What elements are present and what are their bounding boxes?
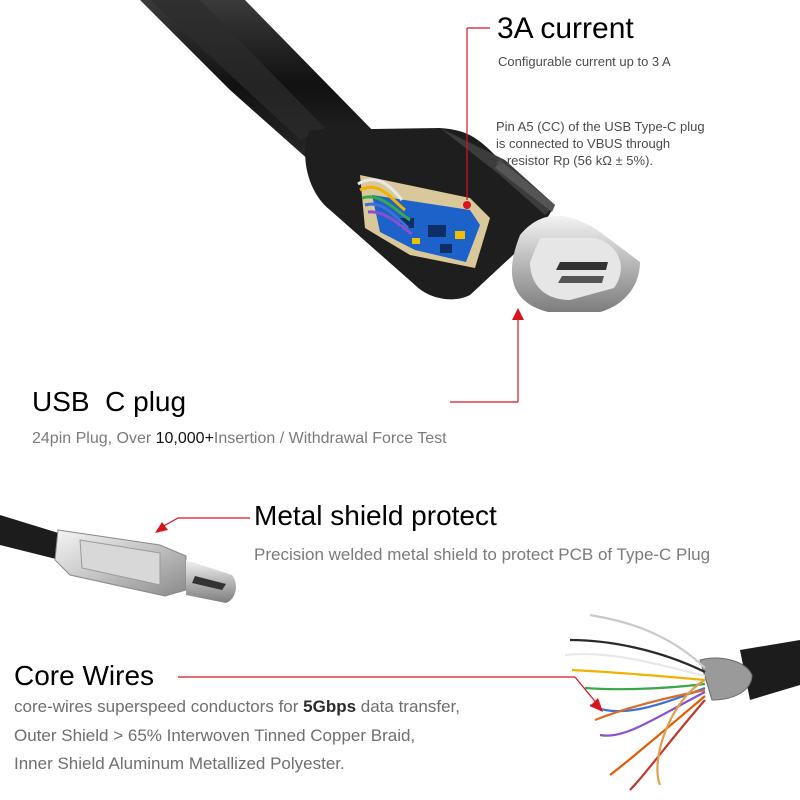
pcb-cutaway: [357, 175, 490, 268]
core-title: Core Wires: [14, 660, 155, 691]
arrow-up-icon: [512, 308, 524, 320]
core-line1: core-wires superspeed conductors for 5Gb…: [14, 697, 460, 717]
core-line2: Outer Shield > 65% Interwoven Tinned Cop…: [14, 726, 416, 745]
current-subtitle: Configurable current up to 3 A: [498, 54, 671, 69]
core-callout: [178, 676, 599, 706]
core-line1-prefix: core-wires superspeed conductors for: [14, 697, 304, 716]
plug-desc-prefix: 24pin Plug, Over: [32, 430, 156, 447]
main-cable: [140, 0, 380, 170]
arrow-left-icon: [155, 522, 168, 533]
plug-description: 24pin Plug, Over 10,000+Insertion / With…: [32, 429, 447, 448]
core-line1-bold: 5Gbps: [303, 697, 357, 716]
callout-lines: [450, 27, 519, 403]
type-c-tip: [511, 215, 640, 312]
pin-note-line2: is connected to VBUS through: [496, 136, 671, 151]
arrow-down-right-icon: [590, 698, 603, 712]
core-line3: Inner Shield Aluminum Metallized Polyest…: [14, 754, 345, 773]
plug-title: USB C plug: [32, 386, 187, 417]
shield-description: Precision welded metal shield to protect…: [254, 545, 711, 564]
pin-note-line1: Pin A5 (CC) of the USB Type-C plug: [496, 119, 705, 134]
shield-cable: [0, 515, 237, 603]
plug-desc-suffix: Insertion / Withdrawal Force Test: [213, 430, 447, 447]
pin-note-line3: a resistor Rp (56 kΩ ± 5%).: [496, 153, 654, 168]
shield-title: Metal shield protect: [254, 500, 497, 531]
shield-callout: [159, 517, 250, 529]
core-line1-suffix: data transfer,: [356, 697, 460, 716]
current-title: 3A current: [497, 12, 634, 45]
core-wires: [564, 613, 800, 791]
plug-desc-bold: 10,000+: [155, 430, 214, 447]
